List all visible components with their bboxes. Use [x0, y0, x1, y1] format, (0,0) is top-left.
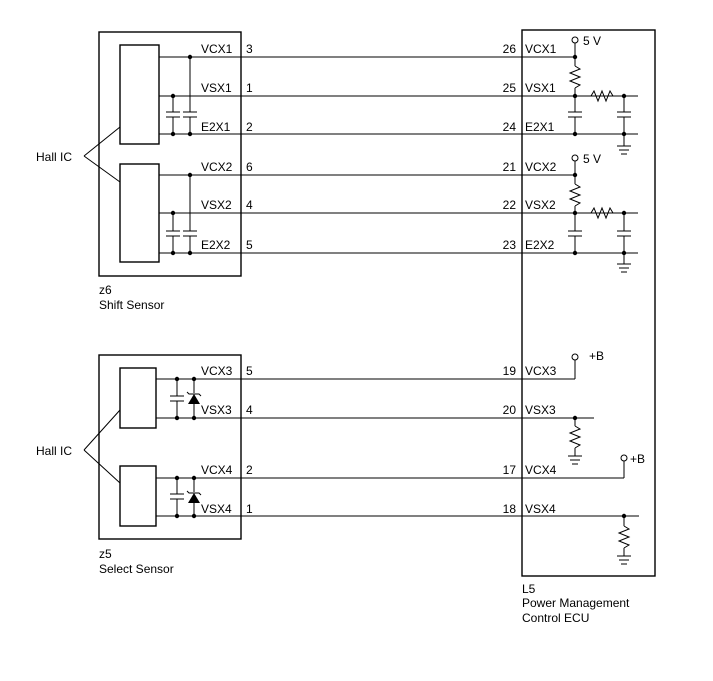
pin-number: 1: [246, 502, 253, 516]
pin-number: 22: [503, 198, 517, 212]
pin-name: VSX3: [525, 403, 556, 417]
ecu-name-line2: Control ECU: [522, 611, 589, 625]
pin-number: 26: [503, 42, 517, 56]
hall-ic-pointer-shift: [83, 126, 121, 183]
ecu-name-line1: Power Management: [522, 596, 630, 610]
select-sensor-ref: z5: [99, 547, 112, 561]
select-sensor-components: [170, 376, 202, 519]
ecu-pin-labels: VCX1 VSX1 E2X1 VCX2 VSX2 E2X2 VCX3 VSX3 …: [503, 42, 557, 516]
pin-name: VCX1: [525, 42, 557, 56]
pin-name: VCX3: [201, 364, 233, 378]
shift-sensor-name: Shift Sensor: [99, 298, 164, 312]
pin-number: 4: [246, 403, 253, 417]
ecu-channel-1-circuit: [568, 36, 631, 155]
pin-number: 17: [503, 463, 517, 477]
pin-name: VSX1: [525, 81, 556, 95]
pin-name: E2X1: [201, 120, 231, 134]
hall-ic-pointer-select: [83, 409, 121, 484]
hall-ic-block-1: [119, 44, 160, 145]
shift-sensor-pin-labels: VCX1 VSX1 E2X1 VCX2 VSX2 E2X2 3 1 2 6 4 …: [201, 42, 253, 252]
pin-name: VCX4: [201, 463, 233, 477]
pin-number: 25: [503, 81, 517, 95]
supply-label-5v-2: 5 V: [583, 152, 601, 166]
shift-sensor-capacitors: [166, 54, 197, 256]
pin-number: 23: [503, 238, 517, 252]
pin-number: 20: [503, 403, 517, 417]
supply-label-b-2: +B: [630, 452, 645, 466]
select-sensor-name: Select Sensor: [99, 562, 174, 576]
hall-ic-label-select: Hall IC: [36, 444, 72, 458]
pin-number: 21: [503, 160, 517, 174]
pin-number: 2: [246, 463, 253, 477]
pin-name: VCX4: [525, 463, 557, 477]
ecu-channel-3-circuit: [568, 353, 582, 465]
pin-number: 6: [246, 160, 253, 174]
hall-ic-label-shift: Hall IC: [36, 150, 72, 164]
wire-group: [156, 56, 639, 517]
pin-name: VCX1: [201, 42, 233, 56]
shift-sensor-ref: z6: [99, 283, 112, 297]
ecu-channel-4-circuit: [617, 454, 631, 565]
supply-label-b-1: +B: [589, 349, 604, 363]
pin-name: E2X1: [525, 120, 555, 134]
pin-number: 24: [503, 120, 517, 134]
pin-number: 2: [246, 120, 253, 134]
pin-name: VCX2: [201, 160, 233, 174]
pin-number: 1: [246, 81, 253, 95]
shift-sensor-box: [98, 31, 242, 277]
hall-ic-block-3: [119, 367, 157, 429]
ecu-channel-2-circuit: [568, 154, 631, 273]
pin-name: VSX2: [525, 198, 556, 212]
select-sensor-box: [98, 354, 242, 540]
ecu-ref: L5: [522, 582, 536, 596]
pin-name: VSX4: [201, 502, 232, 516]
pin-name: VCX2: [525, 160, 557, 174]
pin-number: 5: [246, 364, 253, 378]
supply-label-5v-1: 5 V: [583, 34, 601, 48]
pin-name: VSX2: [201, 198, 232, 212]
pin-name: VSX1: [201, 81, 232, 95]
pin-name: VCX3: [525, 364, 557, 378]
pin-number: 5: [246, 238, 253, 252]
pin-number: 18: [503, 502, 517, 516]
pin-number: 3: [246, 42, 253, 56]
pin-name: E2X2: [201, 238, 231, 252]
pin-number: 4: [246, 198, 253, 212]
hall-ic-block-4: [119, 465, 157, 527]
pin-name: VSX4: [525, 502, 556, 516]
hall-ic-block-2: [119, 163, 160, 263]
pin-number: 19: [503, 364, 517, 378]
ecu-box: [521, 29, 656, 577]
pin-name: VSX3: [201, 403, 232, 417]
pin-name: E2X2: [525, 238, 555, 252]
select-sensor-pin-labels: VCX3 VSX3 VCX4 VSX4 5 4 2 1: [201, 364, 253, 516]
